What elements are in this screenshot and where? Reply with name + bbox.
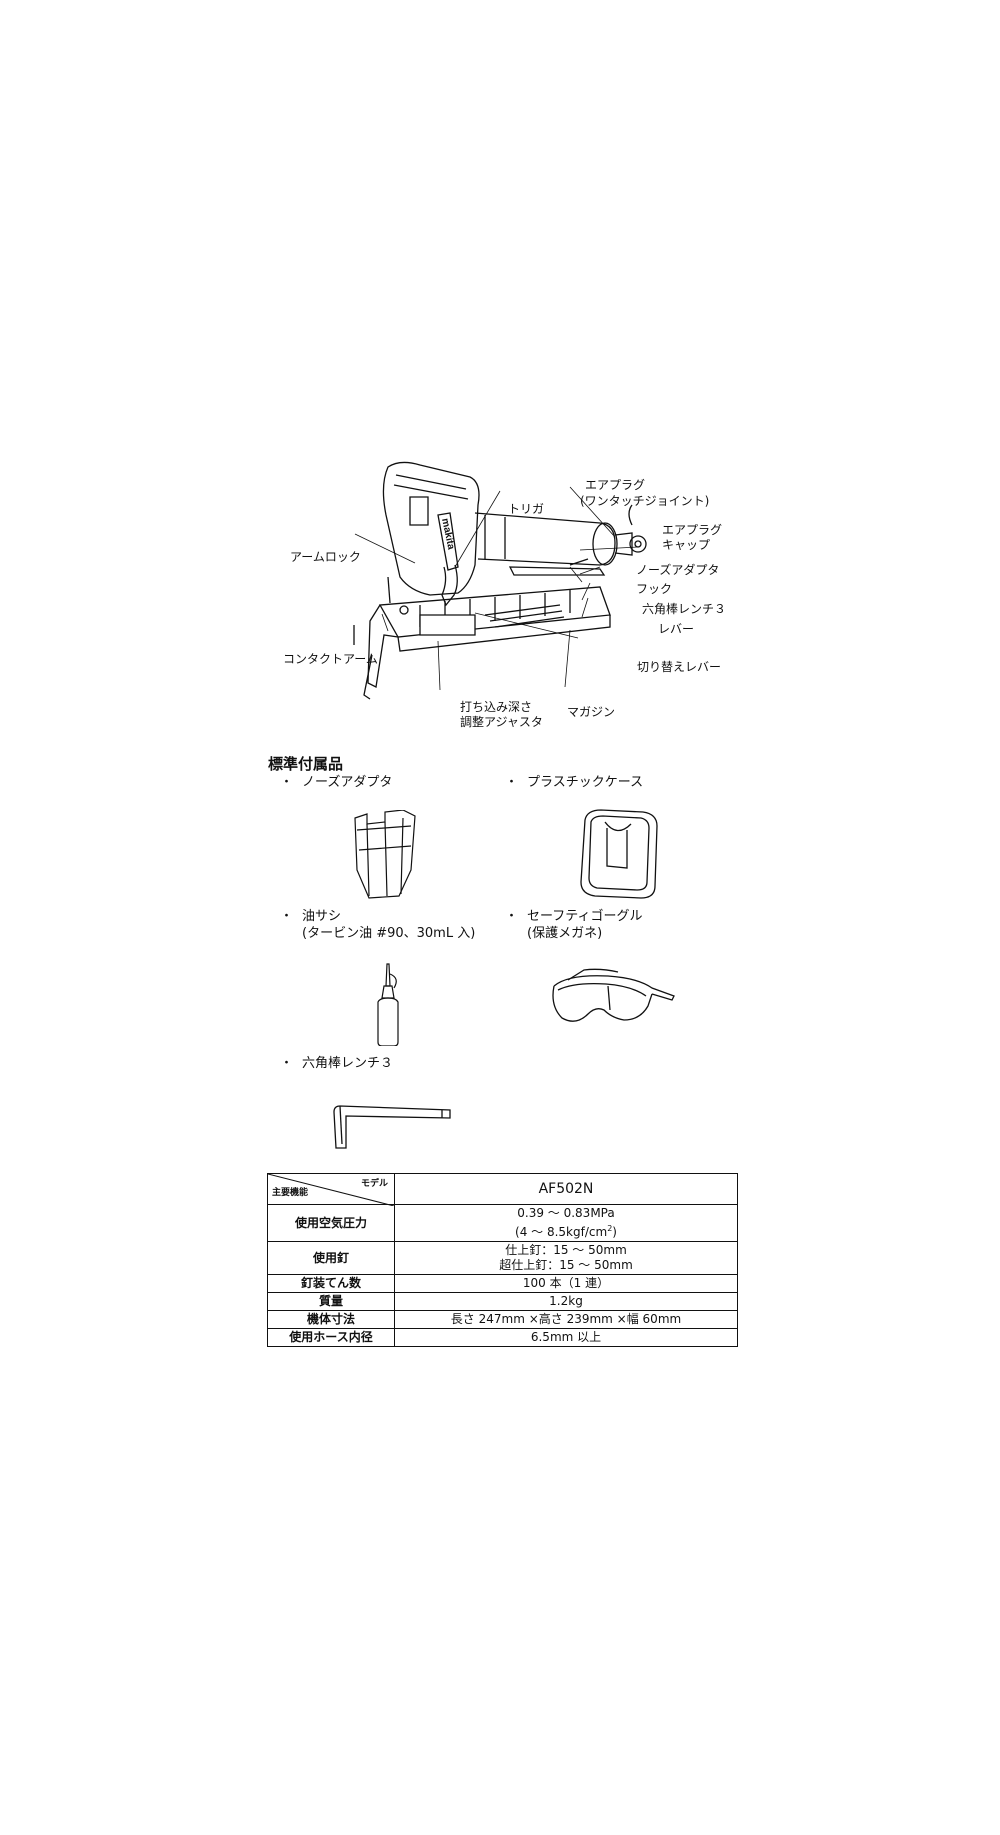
label-switch-lever: 切り替えレバー bbox=[637, 660, 722, 674]
accessory-plastic-case: ・プラスチックケース bbox=[505, 774, 643, 791]
paren-close: ) bbox=[612, 1225, 617, 1239]
label-hook: フック bbox=[636, 582, 673, 596]
nose-adapter-illustration bbox=[345, 810, 425, 900]
diagonal-divider bbox=[268, 1174, 394, 1206]
table-corner-cell: モデル 主要機能 bbox=[267, 1173, 395, 1206]
accessory-nose-adapter: ・ノーズアダプタ bbox=[280, 774, 392, 791]
row-label: 使用空気圧力 bbox=[267, 1204, 395, 1242]
label-trigger: トリガ bbox=[508, 502, 545, 516]
bullet: ・ bbox=[280, 775, 294, 790]
accessory-name: 油サシ bbox=[302, 909, 342, 924]
hex-wrench-illustration bbox=[330, 1104, 455, 1154]
oiler-illustration bbox=[370, 962, 410, 1046]
plastic-case-illustration bbox=[575, 808, 665, 900]
table-row: 機体寸法 長さ 247mm ×高さ 239mm ×幅 60mm bbox=[267, 1310, 738, 1329]
pressure-kgf: (4 ～ 8.5kgf/cm bbox=[515, 1225, 608, 1239]
model-name: AF502N bbox=[394, 1173, 738, 1205]
label-air-plug-cap: エアプラグ bbox=[662, 523, 723, 537]
safety-goggles-illustration bbox=[548, 966, 678, 1036]
label-contact-arm: コンタクトアーム bbox=[283, 652, 378, 666]
table-row: 使用釘 仕上釘：15 ～ 50mm 超仕上釘：15 ～ 50mm bbox=[267, 1241, 738, 1275]
corner-label-model: モデル bbox=[360, 1179, 388, 1189]
accessory-hex-wrench: ・六角棒レンチ３ bbox=[280, 1055, 393, 1072]
table-row: 使用空気圧力 0.39 ～ 0.83MPa (4 ～ 8.5kgf/cm2) bbox=[267, 1204, 738, 1242]
row-value-line1: 0.39 ～ 0.83MPa bbox=[517, 1206, 615, 1220]
label-nose-adapter: ノーズアダプタ bbox=[636, 563, 720, 577]
label-depth-adjuster: 打ち込み深さ bbox=[460, 700, 533, 714]
label-hex-wrench: 六角棒レンチ３ bbox=[642, 602, 727, 616]
nailer-diagram: makita bbox=[270, 455, 740, 745]
row-label: 釘装てん数 bbox=[267, 1274, 395, 1293]
accessory-name: セーフティゴーグル bbox=[527, 909, 643, 924]
row-value: 6.5mm 以上 bbox=[394, 1328, 738, 1347]
label-magazine: マガジン bbox=[567, 705, 616, 719]
row-label: 使用釘 bbox=[267, 1241, 395, 1275]
label-depth-adjuster-2: 調整アジャスタ bbox=[460, 715, 543, 729]
row-value: 100 本（1 連） bbox=[394, 1274, 738, 1293]
row-label: 機体寸法 bbox=[267, 1310, 395, 1329]
table-row: 質量 1.2kg bbox=[267, 1292, 738, 1311]
accessory-name: プラスチックケース bbox=[527, 775, 644, 790]
bullet: ・ bbox=[505, 775, 519, 790]
table-header-row: モデル 主要機能 AF502N bbox=[267, 1173, 738, 1206]
label-one-touch-joint: (ワンタッチジョイント) bbox=[580, 494, 710, 508]
accessory-name: 六角棒レンチ３ bbox=[302, 1056, 394, 1071]
accessory-oiler: ・油サシ (タービン油 #90、30mL 入) bbox=[280, 908, 475, 942]
row-value-line1: 仕上釘：15 ～ 50mm bbox=[505, 1243, 627, 1257]
spec-table: モデル 主要機能 AF502N 使用空気圧力 0.39 ～ 0.83MPa (4… bbox=[267, 1173, 738, 1347]
row-label: 使用ホース内径 bbox=[267, 1328, 395, 1347]
table-row: 釘装てん数 100 本（1 連） bbox=[267, 1274, 738, 1293]
bullet: ・ bbox=[280, 909, 294, 924]
corner-label-function: 主要機能 bbox=[272, 1188, 309, 1198]
row-value: 0.39 ～ 0.83MPa (4 ～ 8.5kgf/cm2) bbox=[394, 1204, 738, 1242]
accessory-safety-goggles: ・セーフティゴーグル (保護メガネ) bbox=[505, 908, 642, 942]
superscript: 2 bbox=[607, 1224, 613, 1233]
label-air-plug: エアプラグ bbox=[585, 478, 646, 492]
row-value-line2: 超仕上釘：15 ～ 50mm bbox=[499, 1258, 633, 1272]
table-row: 使用ホース内径 6.5mm 以上 bbox=[267, 1328, 738, 1347]
accessory-detail: (タービン油 #90、30mL 入) bbox=[302, 926, 476, 941]
accessory-detail: (保護メガネ) bbox=[527, 926, 603, 941]
row-value: 長さ 247mm ×高さ 239mm ×幅 60mm bbox=[394, 1310, 738, 1329]
bullet: ・ bbox=[505, 909, 519, 924]
accessory-name: ノーズアダプタ bbox=[302, 775, 393, 790]
row-label: 質量 bbox=[267, 1292, 395, 1311]
bullet: ・ bbox=[280, 1056, 294, 1071]
label-lever: レバー bbox=[658, 622, 695, 636]
row-value-line2: (4 ～ 8.5kgf/cm2) bbox=[399, 1221, 733, 1240]
row-value: 仕上釘：15 ～ 50mm 超仕上釘：15 ～ 50mm bbox=[394, 1241, 738, 1275]
label-air-plug-cap-2: キャップ bbox=[662, 538, 711, 552]
accessories-heading: 標準付属品 bbox=[268, 755, 344, 773]
row-value: 1.2kg bbox=[394, 1292, 738, 1311]
label-arm-lock: アームロック bbox=[290, 550, 361, 564]
